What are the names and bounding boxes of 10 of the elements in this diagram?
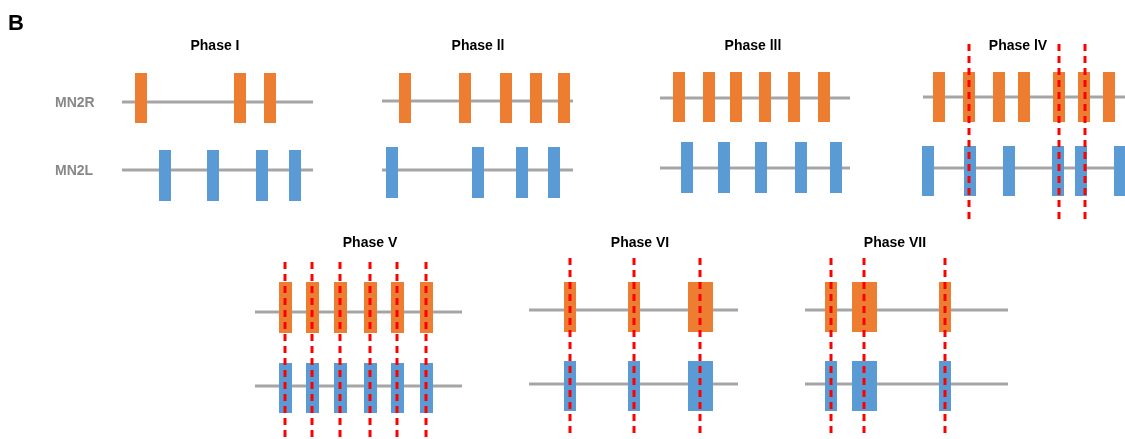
phase-title: Phase V bbox=[340, 235, 400, 249]
phase-title: Phase I bbox=[188, 38, 242, 52]
panel-letter: B bbox=[8, 12, 24, 34]
phase-title: Phase VI bbox=[608, 235, 672, 249]
row-label: MN2R bbox=[55, 95, 95, 109]
row-label: MN2L bbox=[55, 163, 94, 177]
phase-title: Phase lV bbox=[986, 38, 1050, 52]
phase-title: Phase VII bbox=[861, 235, 929, 249]
phase-title: Phase lll bbox=[722, 38, 784, 52]
phase-title: Phase ll bbox=[449, 38, 507, 52]
